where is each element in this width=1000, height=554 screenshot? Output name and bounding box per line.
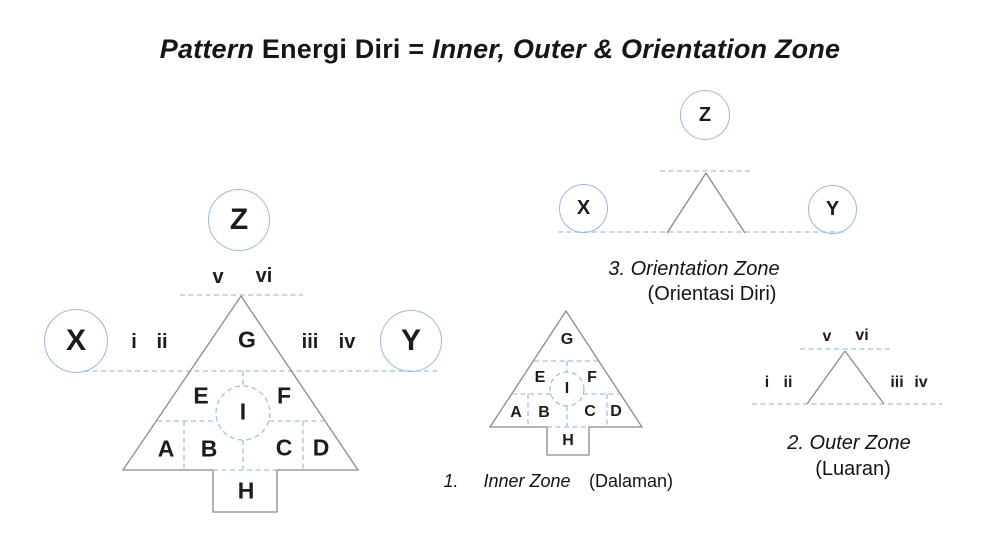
main-label-vi: vi (255, 265, 273, 287)
main-node-y-circle: Y (380, 310, 442, 372)
inner-label-d: D (610, 403, 622, 420)
title-part-zones: Inner, Outer & Orientation Zone (432, 34, 841, 64)
orientation-node-x-label: X (576, 197, 591, 219)
orientation-zone-caption: 3. Orientation Zone (608, 258, 780, 280)
outer-label-vi: vi (855, 327, 869, 344)
main-label-c: C (275, 434, 293, 461)
orientation-triangle-left-edge (666, 172, 707, 234)
outer-label-iv: iv (914, 374, 928, 391)
outer-label-ii: ii (783, 374, 793, 391)
inner-zone-caption: Inner Zone (483, 471, 571, 491)
main-label-d: D (312, 434, 330, 461)
orientation-triangle-right-edge (705, 172, 746, 234)
inner-label-f: F (587, 369, 597, 386)
main-label-i-core: I (239, 398, 247, 425)
outer-label-i: i (764, 374, 770, 391)
main-label-iii: iii (301, 331, 319, 353)
outer-zone-caption: 2. Outer Zone (787, 432, 911, 454)
main-tree-outline (121, 294, 360, 513)
inner-label-g: G (560, 331, 574, 348)
main-label-b: B (200, 435, 218, 462)
main-label-h: H (237, 477, 255, 504)
outer-triangle-right-edge (844, 350, 885, 405)
main-label-f: F (276, 382, 292, 409)
main-node-x-circle: X (44, 309, 108, 373)
main-node-z-circle: Z (208, 189, 270, 251)
main-node-x-label: X (65, 324, 86, 357)
main-label-a: A (157, 435, 175, 462)
inner-zone-subcaption: (Dalaman) (588, 471, 674, 491)
inner-tree-outline (488, 309, 644, 456)
orientation-node-z-circle: Z (680, 90, 730, 140)
outer-label-iii: iii (890, 374, 904, 391)
outer-triangle-left-edge (806, 350, 846, 405)
main-node-y-label: Y (400, 324, 421, 357)
inner-label-c: C (584, 403, 596, 420)
outer-zone-subcaption: (Luaran) (815, 458, 891, 480)
main-label-g: G (238, 326, 256, 353)
title-part-energi-diri: Energi Diri = (254, 34, 432, 64)
orientation-node-y-label: Y (825, 198, 840, 220)
inner-label-h: H (562, 432, 574, 449)
main-label-v: v (212, 266, 224, 288)
outer-label-v: v (822, 328, 832, 345)
inner-zone-caption-number: 1. (443, 471, 459, 491)
inner-label-e: E (534, 369, 546, 386)
inner-label-a: A (510, 404, 522, 421)
inner-label-i-core: I (564, 380, 570, 397)
title-part-pattern: Pattern (159, 34, 255, 64)
main-label-iv: iv (338, 331, 356, 353)
inner-label-b: B (538, 404, 550, 421)
orientation-zone-subcaption: (Orientasi Diri) (647, 283, 777, 305)
main-label-i: i (131, 331, 137, 353)
main-center-dashed-circle (215, 385, 271, 441)
orientation-node-y-circle: Y (808, 185, 857, 234)
main-label-ii: ii (156, 331, 168, 353)
main-label-e: E (193, 382, 209, 409)
main-node-z-label: Z (229, 203, 249, 236)
orientation-node-x-circle: X (559, 184, 608, 233)
slide-title: Pattern Energi Diri = Inner, Outer & Ori… (0, 34, 1000, 65)
orientation-node-z-label: Z (698, 103, 712, 126)
